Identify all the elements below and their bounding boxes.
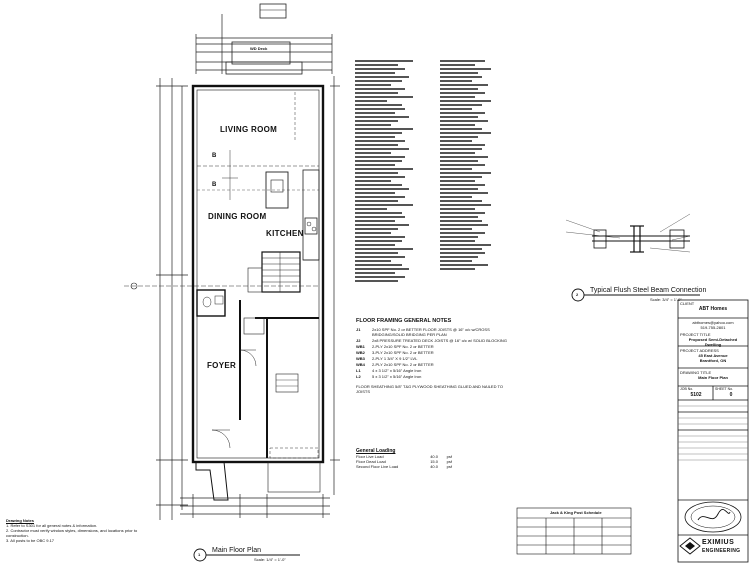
- room-label-foyer: FOYER: [207, 361, 237, 370]
- framing-note-tag: J2: [356, 338, 361, 343]
- loading-value: 40.0: [430, 464, 438, 469]
- client-name: ABT Homes: [698, 306, 728, 312]
- framing-note-tag: WB2: [356, 350, 365, 355]
- client-contact-block: abthomes@yahoo.com 519-755-2801 PROJECT …: [680, 320, 746, 347]
- firm-name: EXIMIUS: [702, 539, 735, 546]
- plan-title: Main Floor Plan: [212, 547, 262, 554]
- project-line1: Proposed Semi-Detached: [688, 337, 738, 342]
- loading-title: General Loading: [356, 448, 396, 454]
- room-label-dining: DINING ROOM: [208, 212, 267, 221]
- loading-label: Floor Live Load: [356, 454, 384, 459]
- client-phone: 519-755-2801: [700, 325, 726, 330]
- drawing-notes: Drawing Notes 1. Refer to S301 for all g…: [6, 518, 156, 543]
- framing-note-item: WB1 2-PLY 2x10 SPF No. 2 or BETTER: [356, 344, 516, 349]
- drawing-label: DRAWING TITLE: [680, 370, 712, 375]
- drawing-note-item: 3. All posts to be OBC 9.17: [6, 538, 55, 543]
- detail-number: 2: [576, 292, 579, 297]
- framing-note-tag: WB4: [356, 362, 365, 367]
- firm-subname: ENGINEERING: [702, 548, 741, 554]
- detail-title: Typical Flush Steel Beam Connection: [590, 287, 707, 294]
- framing-note-item: WB2 3-PLY 2x10 SPF No. 2 or BETTER: [356, 350, 516, 355]
- loading-label: Second Floor Live Load: [356, 464, 399, 469]
- framing-sheathing: FLOOR SHEATHING 5/8" T&G PLYWOOD SHEATHI…: [356, 384, 504, 394]
- framing-notes-title: FLOOR FRAMING GENERAL NOTES: [356, 318, 452, 324]
- loading-label: Floor Dead Load: [356, 459, 386, 464]
- framing-note-item: L2 5 x 3 1/2" x 5/16" Angle Iron: [356, 374, 516, 379]
- framing-note-text: 2-PLY 2x10 SPF No. 2 or BETTER: [372, 344, 434, 349]
- job-number: 5102: [690, 392, 702, 398]
- drawing-note-item: 1. Refer to S301 for all general notes &…: [6, 523, 98, 528]
- address-line1: 45 East Avenue: [698, 353, 728, 358]
- address-line2: Brantford, ON: [699, 358, 727, 363]
- general-notes-column-1: [355, 58, 427, 284]
- framing-note-item: WB3 2-PLY 1 3/4" X 9 1/2" LVL: [356, 356, 516, 361]
- address-block: PROJECT ADDRESS 45 East Avenue Brantford…: [680, 348, 746, 363]
- framing-note-text: 4 x 3 1/2" x 5/16" Angle Iron: [372, 368, 422, 373]
- loading-value: 15.0: [430, 459, 438, 464]
- client-label: CLIENT: [680, 301, 695, 306]
- drawing-note-item: 2. Contractor must verify window styles,…: [6, 528, 138, 538]
- framing-note-tag: WB1: [356, 344, 365, 349]
- framing-note-text: 5 x 3 1/2" x 5/16" Angle Iron: [372, 374, 422, 379]
- deck-label: WD Deck: [250, 46, 268, 51]
- drawing-notes-title: Drawing Notes: [6, 518, 35, 523]
- framing-note-item: J1 2x10 SPF No. 2 or BETTER FLOOR JOISTS …: [356, 327, 516, 337]
- loading-unit: psf: [446, 464, 452, 469]
- client-email: abthomes@yahoo.com: [692, 320, 734, 325]
- framing-note-item: J2 2x8 PRESSURE TREATED DECK JOISTS @ 16"…: [356, 338, 516, 343]
- framing-notes: FLOOR FRAMING GENERAL NOTES J1 2x10 SPF N…: [356, 318, 516, 394]
- title-block: CLIENT ABT Homes: [680, 301, 746, 312]
- framing-note-text: 3-PLY 2x10 SPF No. 2 or BETTER: [372, 350, 434, 355]
- plan-scale: Scale: 1/4" = 1'-0": [254, 557, 286, 562]
- address-label: PROJECT ADDRESS: [680, 348, 719, 353]
- loading-value: 40.0: [430, 454, 438, 459]
- sheet-number-block: SHEET No. 0: [715, 387, 747, 398]
- sheet-number: 0: [729, 392, 733, 398]
- room-label-kitchen: KITCHEN: [266, 229, 304, 238]
- loading-row: Second Floor Live Load 40.0 psf: [356, 464, 452, 469]
- loading-unit: psf: [446, 459, 452, 464]
- drawing-title: Main Floor Plan: [698, 375, 728, 380]
- framing-note-text: 2x10 SPF No. 2 or BETTER FLOOR JOISTS @ …: [372, 327, 490, 337]
- room-label-living: LIVING ROOM: [220, 125, 278, 134]
- plan-title-number: 1: [198, 552, 201, 557]
- framing-note-text: 2-PLY 2x10 SPF No. 2 or BETTER: [372, 362, 434, 367]
- beam-tag: B: [212, 153, 217, 159]
- framing-note-text: 2-PLY 1 3/4" X 9 1/2" LVL: [372, 356, 418, 361]
- framing-note-item: L1 4 x 3 1/2" x 5/16" Angle Iron: [356, 368, 516, 373]
- job-label: JOB No.: [680, 387, 694, 391]
- drawing-title-block: DRAWING TITLE Main Floor Plan: [680, 370, 746, 380]
- loading-unit: psf: [446, 454, 452, 459]
- framing-note-tag: L2: [356, 374, 361, 379]
- loading-row: Floor Dead Load 15.0 psf: [356, 459, 452, 464]
- framing-note-text: 2x8 PRESSURE TREATED DECK JOISTS @ 16" o…: [372, 338, 507, 343]
- framing-note-tag: WB3: [356, 356, 365, 361]
- project-line2: Dwelling: [704, 342, 722, 347]
- framing-note-tag: L1: [356, 368, 361, 373]
- job-number-block: JOB No. 5102: [680, 387, 712, 398]
- sheet-label: SHEET No.: [715, 387, 734, 391]
- jack-table-title: Jack & King Post Schedule: [550, 510, 602, 515]
- detail-scale: Scale: 3/4" = 1'-0": [650, 297, 682, 302]
- framing-note-item: WB4 2-PLY 2x10 SPF No. 2 or BETTER: [356, 362, 516, 367]
- general-notes-column-2: [440, 58, 504, 272]
- framing-note-tag: J1: [356, 327, 361, 332]
- beam-tag: B: [212, 182, 217, 188]
- loading-row: Floor Live Load 40.0 psf: [356, 454, 452, 459]
- project-label: PROJECT TITLE: [680, 332, 711, 337]
